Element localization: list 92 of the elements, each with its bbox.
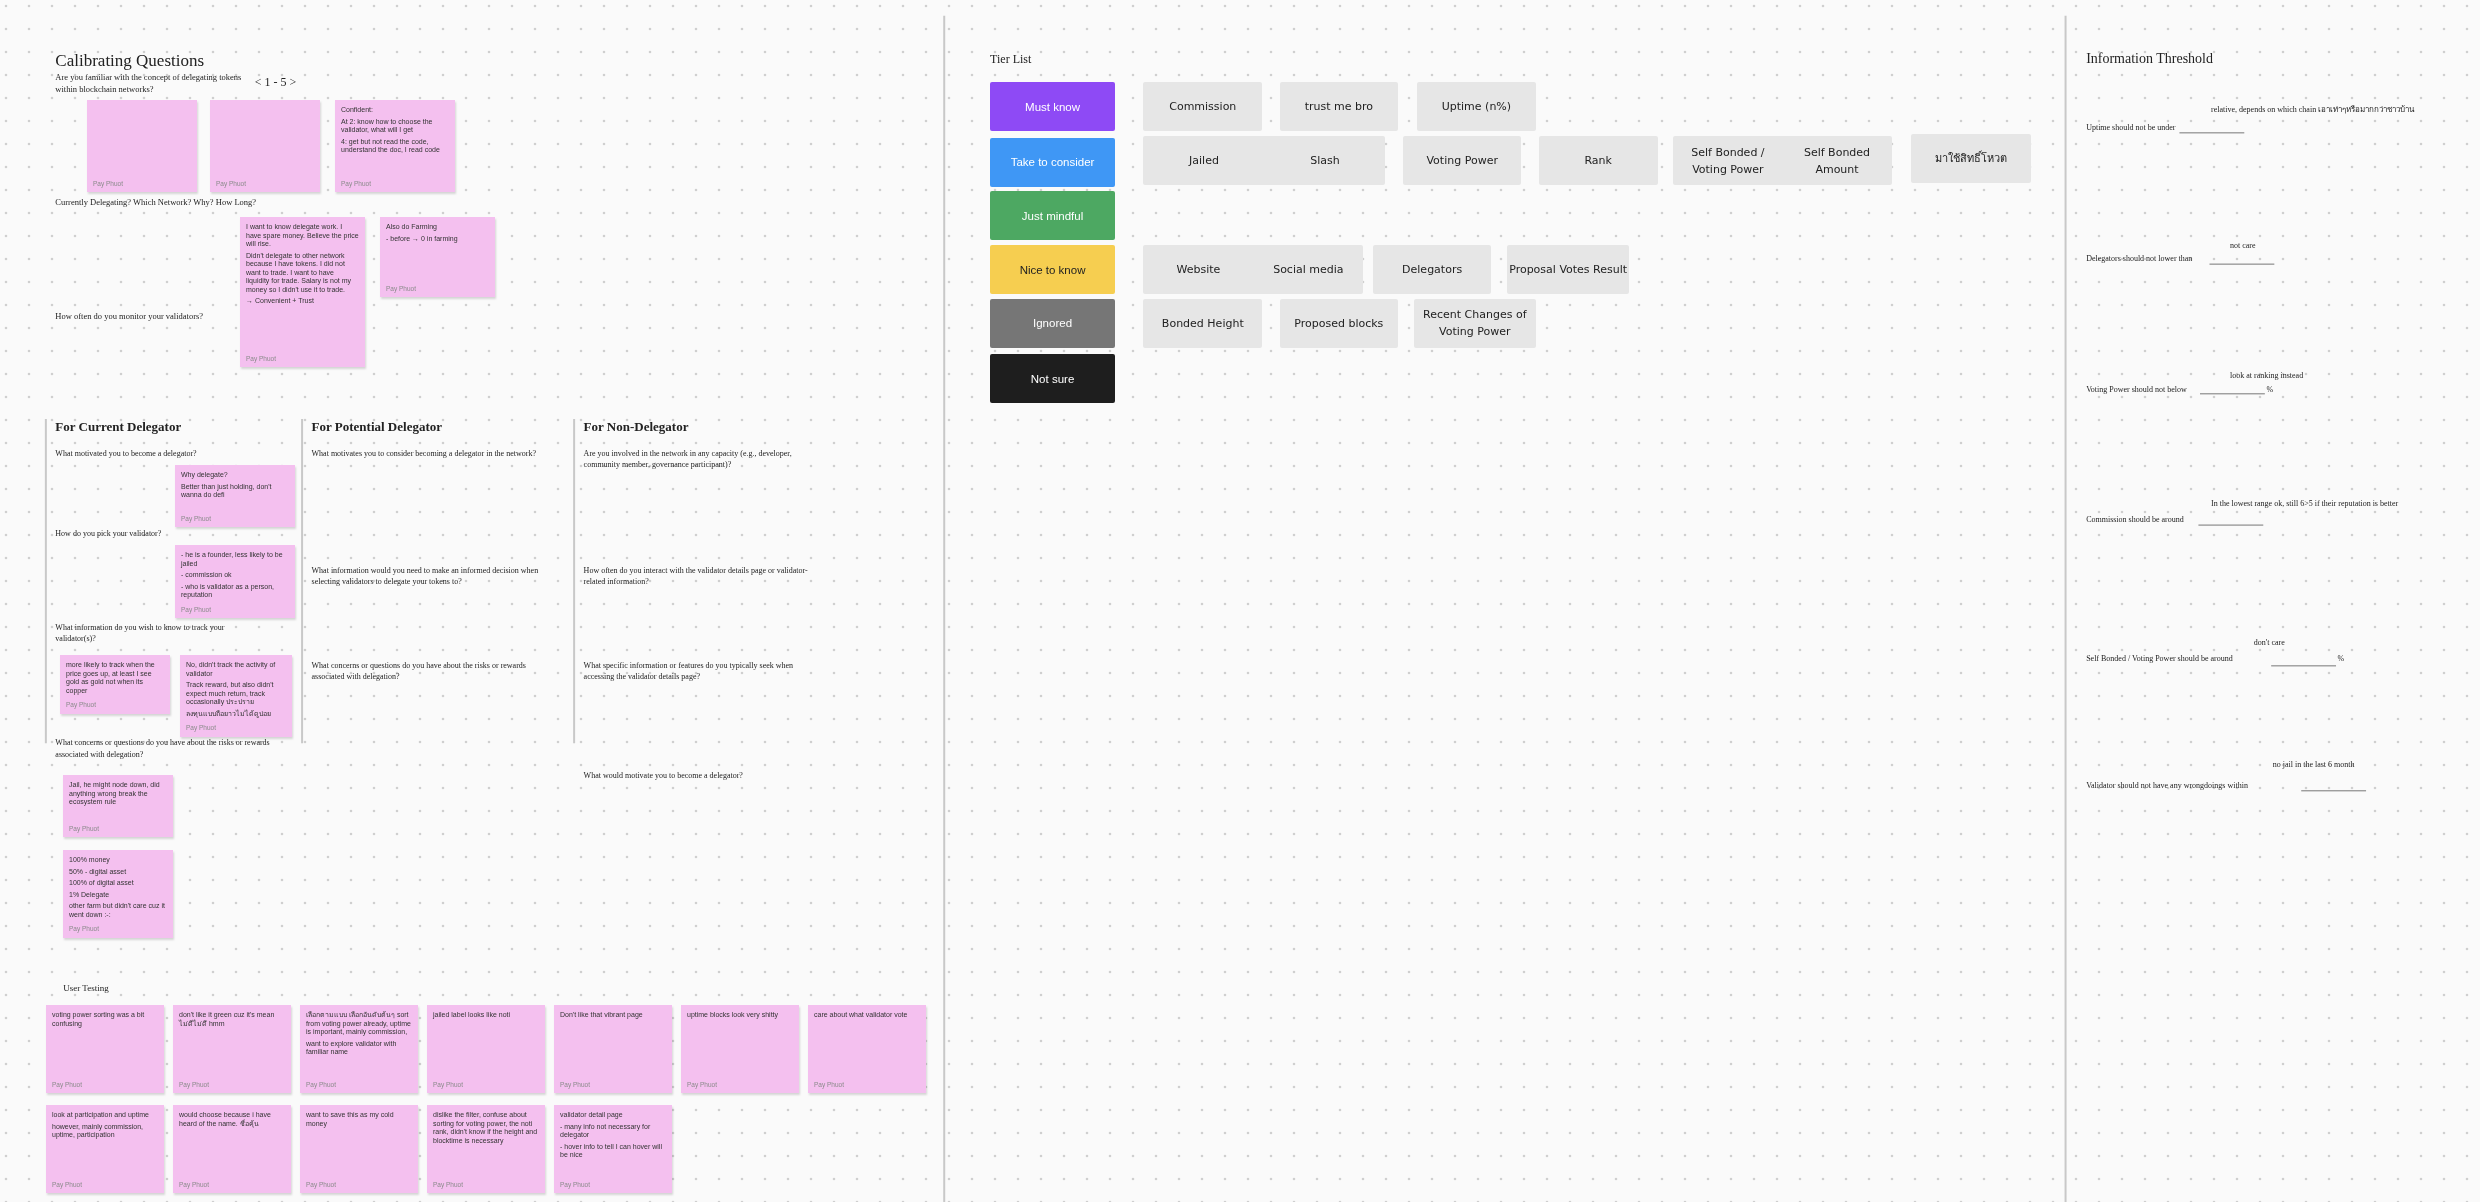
tier-name: Take to consider xyxy=(1010,156,1095,169)
sticky-note xyxy=(63,850,173,938)
question-text: Are you familiar with the concept of delegating tokens within blockchain networks? xyxy=(55,71,242,96)
sticky-note xyxy=(808,1005,926,1093)
criteria-text: Self Bonded / Voting Power xyxy=(1690,144,1766,178)
criteria-card xyxy=(1673,136,1892,186)
question-text: What information would you need to make an informed decision when selecting validators to delegate your tokens to? xyxy=(311,564,540,588)
criteria-card xyxy=(1143,245,1364,295)
sticky-note xyxy=(173,1005,291,1093)
statement-text: Self Bonded / Voting Power should be around xyxy=(2086,653,2233,665)
sticky-note xyxy=(63,775,173,837)
criteria-text: Recent Changes of Voting Power xyxy=(1422,307,1528,341)
question-text: What would motivate you to become a delegator? xyxy=(583,770,744,782)
criteria-text: Proposal Votes Result xyxy=(1508,262,1629,279)
sticky-note xyxy=(210,100,320,192)
question-text: What concerns or questions do you have about the risks or rewards associated with delegation? xyxy=(311,659,527,683)
tier-name: Nice to know xyxy=(1019,263,1086,276)
section-heading: Tier List xyxy=(990,50,1032,68)
tier-label xyxy=(990,82,1115,132)
section-heading: User Testing xyxy=(63,982,109,996)
sticky-note xyxy=(60,655,170,714)
criteria-text: Jailed xyxy=(1187,153,1220,169)
answer-text: look at ranking instead xyxy=(2230,370,2304,382)
statement-text: Delegators should not lower than xyxy=(2086,253,2193,265)
sticky-note xyxy=(554,1105,672,1193)
section-heading: For Non-Delegator xyxy=(583,417,689,436)
criteria-text: Bonded Height xyxy=(1160,315,1245,332)
question-text: Are you involved in the network in any capacity (e.g., developer, community member, governance participant)? xyxy=(583,447,793,471)
section-heading: For Potential Delegator xyxy=(311,417,442,436)
criteria-text: trust me bro xyxy=(1303,99,1374,116)
question-text: What concerns or questions do you have about the risks or rewards associated with delegation? xyxy=(55,737,271,761)
answer-text: relative, depends on which chain เอาเท่าๆหรือมากกว่าชาวบ้าน xyxy=(2211,104,2415,116)
sticky-note xyxy=(175,465,295,527)
sticky-note xyxy=(87,100,197,192)
criteria-text: Commission xyxy=(1168,99,1238,116)
tier-name: Ignored xyxy=(1033,317,1073,330)
criteria-text: Proposed blocks xyxy=(1293,315,1385,332)
sticky-note xyxy=(554,1005,672,1093)
question-text: Currently Delegating? Which Network? Why? How Long? xyxy=(55,196,258,209)
criteria-text: Uptime (n%) xyxy=(1440,99,1513,116)
answer-text: not care xyxy=(2230,240,2256,252)
section-heading: For Current Delegator xyxy=(55,417,182,436)
question-text: What motivates you to consider becoming a delegator in the network? xyxy=(311,447,537,460)
rating-scale: < 1 - 5 > xyxy=(254,74,297,92)
percent-sign: % xyxy=(2266,384,2274,396)
answer-text: don't care xyxy=(2253,637,2285,649)
criteria-text: Delegators xyxy=(1401,262,1464,279)
sticky-note xyxy=(175,545,295,618)
sticky-note xyxy=(300,1105,418,1193)
tier-name: Just mindful xyxy=(1021,209,1084,222)
statement-text: Validator should not have any wrongdoings within xyxy=(2086,779,2248,792)
sticky-note xyxy=(427,1005,545,1093)
statement-text: Voting Power should not below xyxy=(2086,384,2187,396)
tier-name: Not sure xyxy=(1030,372,1075,385)
sticky-note xyxy=(300,1005,418,1093)
answer-text: In the lowest range ok, still 6>5 if their reputation is better xyxy=(2211,498,2399,510)
question-text: How do you pick your validator? xyxy=(55,528,163,540)
sticky-note xyxy=(335,100,455,192)
sticky-note xyxy=(46,1105,164,1193)
question-text: What specific information or features do you typically seek when accessing the validator details page? xyxy=(583,659,795,683)
question-text: What information do you wish to know to track your validator(s)? xyxy=(55,621,226,645)
section-heading: Information Threshold xyxy=(2086,50,2213,68)
criteria-text: Website xyxy=(1175,262,1222,279)
criteria-text: Slash xyxy=(1309,153,1341,169)
answer-text: no jail in the last 6 month xyxy=(2272,759,2355,771)
criteria-text: Social media xyxy=(1272,262,1345,279)
criteria-text: Self Bonded Amount xyxy=(1802,144,1872,178)
tier-name: Must know xyxy=(1025,100,1081,113)
criteria-card xyxy=(1402,136,1522,186)
sticky-note xyxy=(427,1105,545,1193)
tier-label xyxy=(990,191,1115,241)
section-heading: Calibrating Questions xyxy=(55,50,205,72)
question-text: How often do you interact with the validator details page or validator-related information? xyxy=(583,564,809,588)
tier-label xyxy=(990,298,1115,348)
tier-label xyxy=(990,245,1115,295)
statement-text: Commission should be around xyxy=(2086,514,2184,526)
criteria-text: Rank xyxy=(1583,153,1613,169)
sticky-note xyxy=(180,655,292,737)
sticky-note xyxy=(46,1005,164,1093)
statement-text: Uptime should not be under xyxy=(2086,121,2176,134)
criteria-text: Voting Power xyxy=(1425,153,1499,169)
question-text: What motivated you to become a delegator? xyxy=(55,447,198,460)
criteria-card xyxy=(1143,136,1386,186)
tier-label xyxy=(990,354,1115,404)
sticky-note xyxy=(681,1005,799,1093)
question-text: How often do you monitor your validators? xyxy=(55,310,205,323)
criteria-text: มาใช้สิทธิ์โหวต xyxy=(1933,149,2008,168)
sticky-note xyxy=(380,217,495,297)
tier-label xyxy=(990,137,1115,187)
sticky-note xyxy=(173,1105,291,1193)
percent-sign: % xyxy=(2337,653,2345,665)
sticky-note xyxy=(240,217,365,367)
